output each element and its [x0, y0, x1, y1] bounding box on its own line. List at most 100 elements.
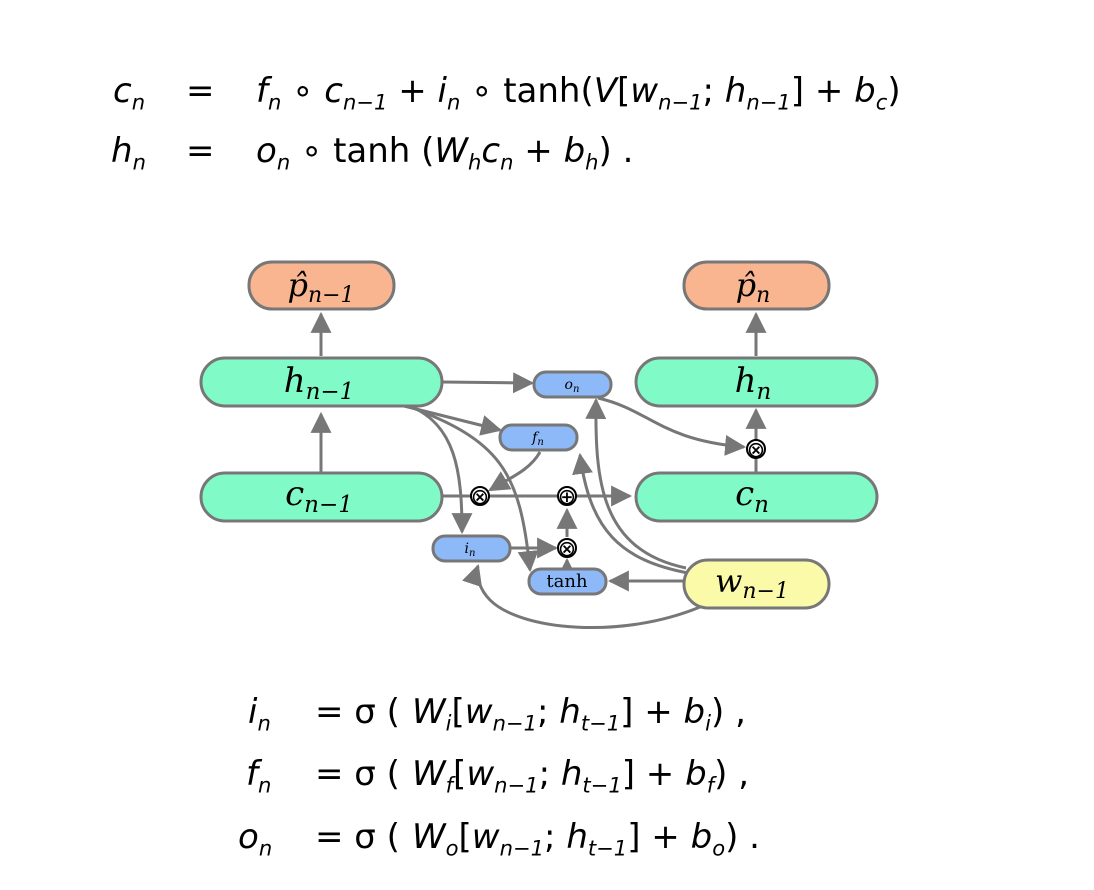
node-label-base: h: [284, 361, 306, 401]
equation-term: W: [434, 131, 469, 171]
arrow-h-prev-to-o: [441, 372, 535, 394]
equation-term: ) ,: [714, 754, 750, 794]
operator-symbol: ⊕: [558, 485, 576, 510]
gate-f: fn: [498, 423, 579, 452]
equation-term: h: [585, 149, 599, 175]
node-label-base: p̂: [736, 266, 756, 304]
equation-rhs: Wf[wn−1; ht−1] + bf) ,: [412, 754, 750, 795]
gate-i: in: [431, 534, 512, 563]
equation-term: h: [724, 71, 747, 111]
equation-term: t−1: [582, 772, 622, 798]
equation-term: n: [500, 149, 514, 175]
equation-equals: =: [186, 71, 215, 111]
svg-text:hn−1: hn−1: [284, 361, 355, 405]
equation-cell-state: cn = fn ∘ cn−1 + in ∘ tanh(V[wn−1; hn−1]…: [0, 74, 1094, 114]
equation-term: n: [446, 89, 461, 115]
svg-text:cn−1: cn−1: [285, 474, 353, 518]
gate-label-base: o: [565, 377, 573, 393]
equation-term: [: [451, 692, 465, 732]
equation-term: t−1: [587, 835, 628, 861]
equation-term: i: [445, 710, 452, 736]
lhs-sub: n: [258, 835, 273, 861]
equation-term: f: [706, 772, 715, 798]
equation-output-gate: on = σ ( Wo[wn−1; ht−1] + bo) .: [0, 820, 1094, 860]
equation-term: ∘ tanh (: [290, 131, 435, 171]
equation-rhs: Wo[wn−1; ht−1] + bo) .: [412, 817, 760, 858]
lhs-sub: n: [257, 710, 271, 736]
node-label-base: w: [715, 562, 742, 600]
arrow-w-to-f: [572, 452, 689, 575]
svg-text:in: in: [465, 541, 476, 559]
equation-term: V: [593, 71, 618, 111]
svg-text:cn: cn: [735, 474, 769, 518]
equation-hidden-state: hn = on ∘ tanh (Whcn + bh) .: [0, 134, 1094, 174]
lhs-base: h: [111, 131, 133, 171]
equation-forget-gate: fn = σ ( Wf[wn−1; ht−1] + bf) ,: [0, 757, 1094, 797]
equation-term: ∘: [281, 71, 325, 111]
node-label-sub: n: [756, 283, 770, 308]
equation-term: h: [468, 149, 482, 175]
connectors: [310, 311, 767, 630]
svg-text:hn: hn: [735, 361, 772, 405]
equation-rhs: fn ∘ cn−1 + in ∘ tanh(V[wn−1; hn−1] + bc…: [256, 71, 901, 112]
equation-term: b: [563, 131, 586, 171]
equation-term: +: [387, 71, 438, 111]
gate-label-base: f: [531, 430, 540, 446]
operator-symbol: ⊗: [747, 438, 765, 463]
node-p-cur: p̂n: [682, 260, 831, 311]
equation-term: ;: [544, 817, 567, 857]
node-h-prev: hn−1: [199, 356, 444, 408]
equation-term: ] +: [790, 71, 855, 111]
gate-label-sub: n: [573, 384, 579, 395]
operator-input-multiply: ⊗: [557, 537, 577, 562]
equation-lhs: hn: [111, 131, 146, 172]
equation-term: n: [276, 149, 291, 175]
equation-equals: = σ (: [315, 692, 400, 732]
equation-term: b: [683, 692, 706, 732]
node-c-prev: cn−1: [199, 471, 444, 523]
equation-term: W: [412, 692, 446, 732]
equation-term: w: [464, 692, 493, 732]
equation-term: ] +: [621, 754, 686, 794]
equation-rhs: Wi[wn−1; ht−1] + bi) ,: [412, 692, 746, 733]
operator-symbol: ⊗: [471, 485, 489, 510]
equation-term: w: [471, 817, 500, 857]
gate-label-sub: n: [537, 437, 543, 448]
operator-symbol: ⊗: [558, 537, 576, 562]
lhs-sub: n: [131, 89, 146, 115]
equation-term: f: [445, 772, 454, 798]
equation-term: n−1: [492, 710, 537, 736]
node-label-base: p̂: [287, 266, 307, 304]
equation-equals: = σ (: [315, 754, 400, 794]
operator-output-multiply: ⊗: [746, 438, 766, 463]
equation-rhs: on ∘ tanh (Whcn + bh) .: [256, 131, 633, 172]
arrow-w-to-i: [462, 564, 701, 630]
lhs-base: f: [246, 754, 258, 794]
node-c-cur: cn: [634, 471, 879, 523]
equation-term: b: [690, 817, 713, 857]
equation-term: f: [256, 71, 268, 111]
node-label-sub: n−1: [304, 492, 353, 518]
lhs-base: i: [248, 692, 258, 732]
equation-term: W: [412, 754, 446, 794]
equation-term: ] +: [620, 692, 684, 732]
svg-text:on: on: [565, 377, 580, 395]
node-label-sub: n: [754, 492, 769, 518]
equation-term: n: [267, 89, 282, 115]
equation-term: h: [566, 817, 588, 857]
equation-lhs: on: [238, 817, 272, 858]
svg-text:p̂n−1: p̂n−1: [287, 266, 354, 308]
node-h-cur: hn: [634, 356, 879, 408]
equation-term: i: [437, 71, 447, 111]
lhs-base: o: [238, 817, 259, 857]
equation-term: n−1: [494, 772, 539, 798]
arrow-h-prev-to-tanh: [404, 403, 539, 573]
node-label-sub: n−1: [742, 579, 789, 604]
equation-term: h: [559, 692, 581, 732]
equation-term: ] +: [627, 817, 691, 857]
equation-term: ∘ tanh(: [460, 71, 594, 111]
equation-term: i: [705, 710, 711, 736]
lhs-sub: n: [132, 149, 146, 175]
equation-term: [: [617, 71, 631, 111]
